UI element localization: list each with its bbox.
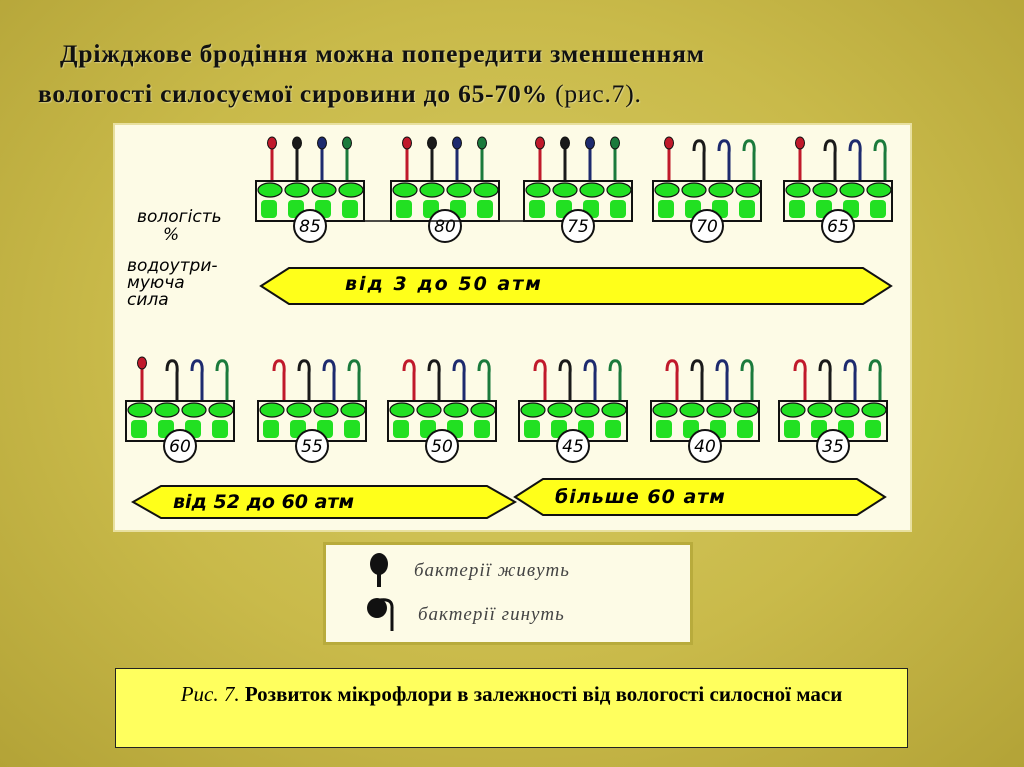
top-block-75: 75 <box>523 136 633 243</box>
bacterium-dead-icon <box>717 139 731 181</box>
bottom-block-60: 60 <box>125 356 235 463</box>
moisture-value: 45 <box>562 437 584 457</box>
bacterium-dead-icon <box>848 139 862 181</box>
bacterium-dead-icon <box>215 359 229 401</box>
legend-dead-label: бактерії гинуть <box>418 604 565 625</box>
bacterium-dead-icon <box>367 598 394 631</box>
bottom-block-40: 40 <box>650 359 760 463</box>
moisture-value: 65 <box>827 217 849 237</box>
bacterium-dead-icon <box>823 139 837 181</box>
legend-item-alive: бактерії живуть <box>366 551 570 591</box>
bacterium-alive-icon <box>795 136 805 181</box>
caption-prefix: Рис. 7. <box>180 682 240 706</box>
label-moisture-2: % <box>163 225 179 245</box>
bacterium-dead-icon <box>742 139 756 181</box>
bacterium-dead-icon <box>665 359 679 401</box>
bacterium-dead-icon <box>715 359 729 401</box>
bacterium-alive-icon <box>317 136 327 181</box>
bacterium-dead-icon <box>347 359 361 401</box>
moisture-value: 55 <box>301 437 323 457</box>
bacterium-dead-icon <box>452 359 466 401</box>
bacterium-dead-icon <box>322 359 336 401</box>
arrow-top-label: від 3 до 50 атм <box>345 273 543 295</box>
label-force-2: муюча <box>127 273 185 293</box>
label-force-1: водоутри- <box>127 256 218 276</box>
moisture-value: 60 <box>169 437 191 457</box>
bacterium-dead-icon <box>297 359 311 401</box>
title-line-2: вологості силосуємої сировини до 65-70% <box>38 79 548 108</box>
bacterium-alive-icon <box>585 136 595 181</box>
top-block-85: 85 <box>255 136 365 243</box>
bacterium-alive-icon <box>427 136 437 181</box>
bacterium-alive-icon <box>292 136 302 181</box>
legend-item-dead: бактерії гинуть <box>366 595 565 635</box>
label-force-3: сила <box>127 290 169 310</box>
title-figure-ref: (рис.7). <box>555 79 642 108</box>
bacterium-dead-icon <box>873 139 887 181</box>
top-block-65: 65 <box>783 136 893 243</box>
arrow-bottom-right <box>513 478 887 516</box>
bacterium-alive-icon <box>342 136 352 181</box>
moisture-value: 85 <box>299 217 321 237</box>
moisture-value: 70 <box>696 217 718 237</box>
bacterium-dead-icon <box>533 359 547 401</box>
bacterium-alive-icon <box>402 136 412 181</box>
bacterium-dead-icon <box>165 359 179 401</box>
figure-caption: Рис. 7. Розвиток мікрофлори в залежності… <box>115 668 908 748</box>
arrow-bottom-left-label: від 52 до 60 атм <box>173 491 354 513</box>
bacterium-alive-icon <box>370 553 388 587</box>
diagram-drawing: вологість % водоутри- муюча сила від 3 д… <box>125 136 893 519</box>
bacterium-alive-icon <box>477 136 487 181</box>
bacterium-alive-icon <box>610 136 620 181</box>
bacterium-dead-icon <box>608 359 622 401</box>
bacterium-dead-icon <box>692 139 706 181</box>
legend-alive-label: бактерії живуть <box>414 560 570 581</box>
top-block-70: 70 <box>652 136 762 243</box>
moisture-value: 35 <box>822 437 844 457</box>
moisture-value: 50 <box>431 437 453 457</box>
label-moisture-1: вологість <box>137 207 222 227</box>
bacterium-dead-icon <box>190 359 204 401</box>
top-block-80: 80 <box>390 136 500 243</box>
arrow-bottom-left <box>130 485 518 519</box>
bacterium-dead-icon <box>868 359 882 401</box>
bacterium-dead-icon <box>402 359 416 401</box>
bacterium-alive-icon <box>560 136 570 181</box>
bottom-block-55: 55 <box>257 359 367 463</box>
bacterium-alive-icon <box>664 136 674 181</box>
caption-text: Розвиток мікрофлори в залежності від вол… <box>244 682 843 706</box>
bottom-block-45: 45 <box>518 359 628 463</box>
moisture-value: 75 <box>567 217 589 237</box>
bacterium-dead-icon <box>843 359 857 401</box>
arrow-top <box>259 267 893 305</box>
bacterium-alive-icon <box>137 356 147 401</box>
slide-title: Дріжджове бродіння можна попередити змен… <box>38 34 998 114</box>
bacterium-alive-icon <box>267 136 277 181</box>
bacterium-dead-icon <box>740 359 754 401</box>
bottom-block-35: 35 <box>778 359 888 463</box>
microflora-diagram: вологість % водоутри- муюча сила від 3 д… <box>115 125 910 530</box>
bacterium-dead-icon <box>583 359 597 401</box>
bacterium-dead-icon <box>793 359 807 401</box>
bottom-block-50: 50 <box>387 359 497 463</box>
bacterium-dead-icon <box>690 359 704 401</box>
moisture-value: 80 <box>434 217 456 237</box>
bacterium-dead-icon <box>477 359 491 401</box>
title-line-1: Дріжджове бродіння можна попередити змен… <box>60 39 705 68</box>
arrow-bottom-right-label: більше 60 атм <box>555 486 726 508</box>
bacterium-dead-icon <box>558 359 572 401</box>
bacterium-alive-icon <box>535 136 545 181</box>
bacterium-dead-icon <box>818 359 832 401</box>
bacterium-dead-icon <box>272 359 286 401</box>
moisture-value: 40 <box>694 437 716 457</box>
legend: бактерії живуть бактерії гинуть <box>326 545 690 642</box>
bacterium-alive-icon <box>452 136 462 181</box>
bacterium-dead-icon <box>427 359 441 401</box>
